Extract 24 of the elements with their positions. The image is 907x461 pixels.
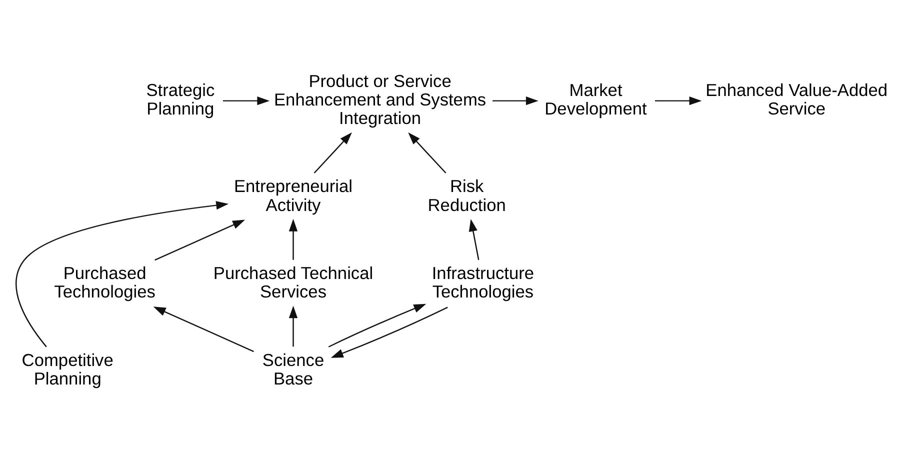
arrow: [408, 132, 446, 173]
node-text: Strategic Planning: [146, 80, 215, 118]
arrow: [288, 218, 298, 260]
node-text: Purchased Technical Services: [213, 262, 374, 302]
arrow: [655, 96, 702, 105]
arrow: [492, 96, 538, 105]
node-text: Infrastructure Technologies: [432, 262, 534, 302]
node-text: Risk Reduction: [428, 176, 506, 214]
arrow: [16, 200, 229, 347]
arrow: [153, 306, 254, 352]
arrow: [222, 96, 270, 105]
arrow: [154, 219, 246, 260]
node-text: Enhanced Value-Added Service: [706, 80, 888, 118]
node-text: Competitive Planning: [22, 349, 114, 388]
node-text: Purchased Technologies: [54, 262, 156, 302]
node-text: Market Development: [544, 80, 647, 118]
arrow: [330, 306, 448, 358]
arrow: [328, 303, 426, 347]
node-text: Entrepreneurial Activity: [234, 176, 353, 214]
node-text: Science Base: [262, 349, 324, 388]
arrow: [468, 218, 480, 260]
arrow: [288, 305, 298, 346]
arrow: [314, 132, 352, 173]
node-text: Product or Service Enhancement and Systems Integration: [274, 70, 486, 128]
